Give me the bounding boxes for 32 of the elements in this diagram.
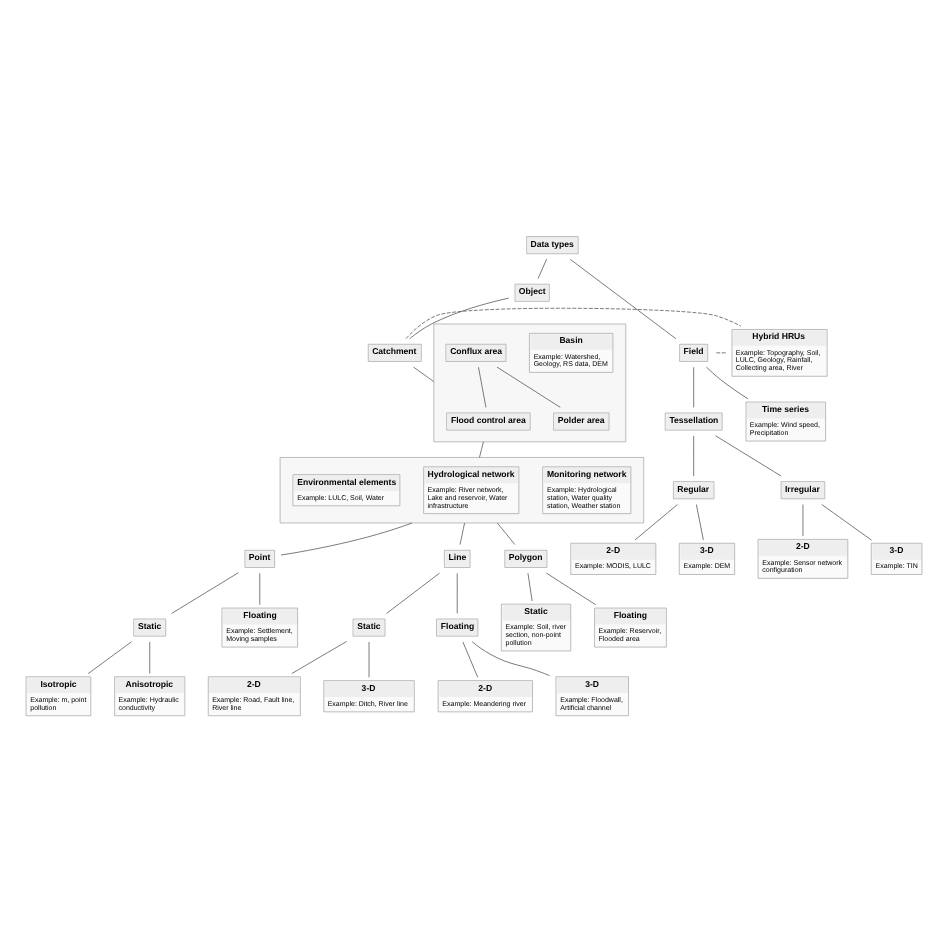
connector [696, 503, 704, 540]
connector [280, 521, 413, 555]
connector [821, 503, 872, 540]
cluster [433, 322, 627, 442]
connector [462, 640, 479, 677]
connector [459, 521, 465, 544]
connector [171, 571, 239, 613]
connector [405, 306, 742, 338]
connector [496, 365, 561, 407]
cluster [279, 456, 645, 523]
connector [471, 640, 550, 676]
connector [706, 365, 749, 399]
connector [693, 434, 695, 476]
connector [546, 571, 597, 605]
connector [149, 640, 151, 673]
connector [693, 365, 695, 407]
connector [478, 365, 487, 407]
connector [413, 365, 435, 381]
connector [537, 257, 547, 278]
connector [386, 571, 440, 613]
connector [479, 440, 484, 457]
connector [715, 434, 782, 476]
connector [569, 258, 677, 339]
connector [87, 640, 132, 673]
connector [496, 521, 516, 544]
connector [634, 503, 678, 540]
connector [714, 351, 727, 353]
connector [291, 640, 348, 673]
connector [456, 571, 458, 613]
connector [527, 571, 533, 601]
connector [259, 571, 261, 605]
connector [409, 296, 510, 339]
